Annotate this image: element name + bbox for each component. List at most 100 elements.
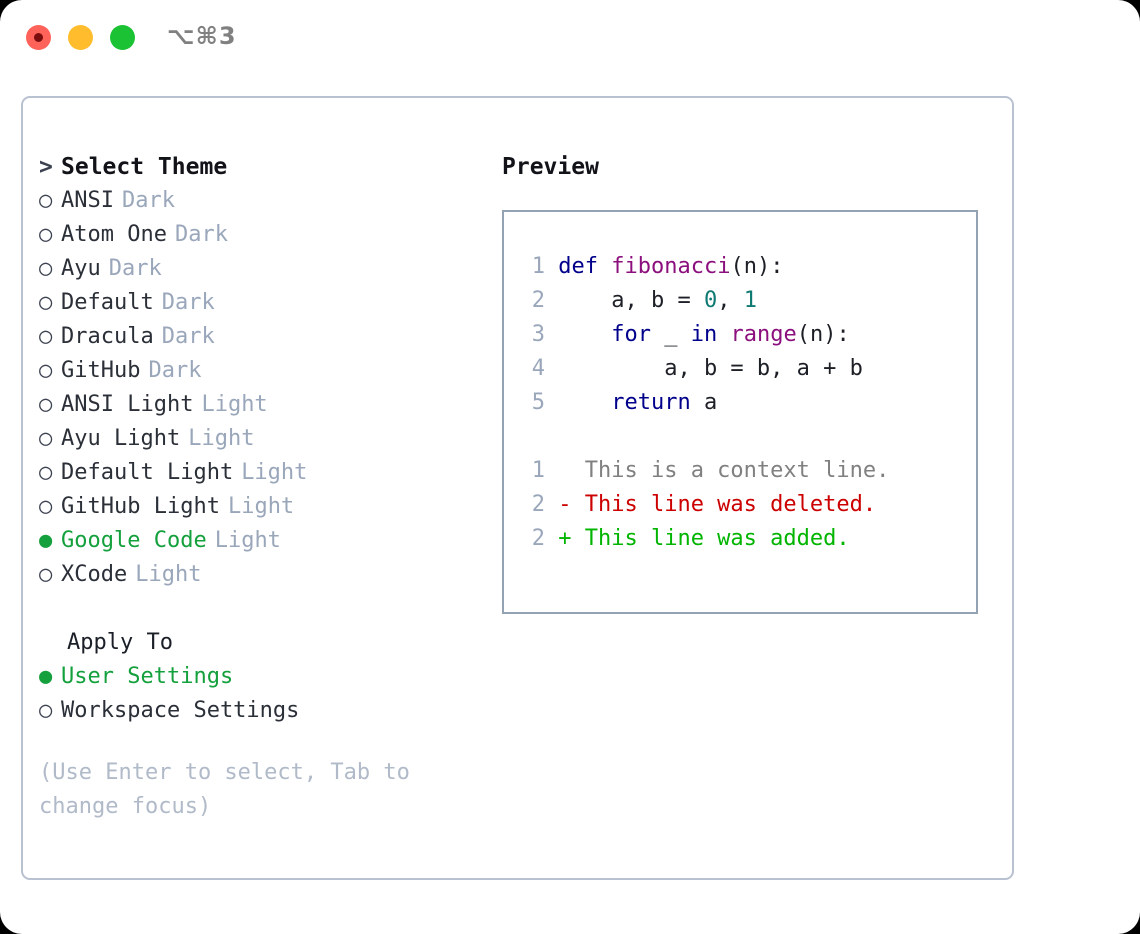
radio-unselected-icon: ○: [39, 698, 53, 723]
radio-unselected-icon: ○: [39, 256, 53, 281]
theme-option[interactable]: ○ ANSI Dark: [39, 184, 479, 218]
apply-to-option-label: Workspace Settings: [61, 698, 300, 723]
apply-to-option-label: User Settings: [61, 664, 234, 689]
diff-line: 1 This is a context line.: [519, 454, 890, 488]
theme-variant-badge: Dark: [121, 188, 175, 213]
select-theme-header: > Select Theme: [39, 150, 479, 184]
radio-unselected-icon: ○: [39, 562, 53, 587]
line-number: 1: [531, 254, 545, 279]
code-token: ,: [717, 288, 744, 313]
code-token: a, b = b, a + b: [558, 356, 863, 381]
theme-variant-badge: Dark: [161, 290, 215, 315]
radio-unselected-icon: ○: [39, 460, 53, 485]
theme-variant-badge: Light: [188, 426, 255, 451]
code-token: (n):: [730, 254, 784, 279]
theme-variant-badge: Light: [241, 460, 308, 485]
code-line: 5 return a: [519, 386, 889, 420]
line-number: 4: [531, 356, 545, 381]
code-token: a: [690, 390, 718, 415]
theme-variant-badge: Light: [201, 392, 268, 417]
code-token: (n):: [796, 322, 850, 347]
theme-variant-badge: Dark: [174, 222, 228, 247]
radio-unselected-icon: ○: [39, 324, 53, 349]
radio-unselected-icon: ○: [39, 290, 53, 315]
code-token: _: [650, 322, 691, 347]
theme-option[interactable]: ● Google Code Light: [39, 524, 479, 558]
theme-option[interactable]: ○ Ayu Light Light: [39, 422, 479, 456]
preview-box: 1 def fibonacci(n): 2 a, b = 0, 1 3 for _ …: [502, 210, 978, 614]
radio-unselected-icon: ○: [39, 358, 53, 383]
radio-unselected-icon: ○: [39, 188, 53, 213]
theme-option-name: Atom One: [61, 222, 167, 247]
preview-label: Preview: [502, 154, 599, 180]
line-number: 2: [531, 492, 545, 517]
apply-to-option[interactable]: ●User Settings: [39, 660, 479, 694]
code-token: 0: [703, 288, 718, 313]
apply-to-header: Apply To: [67, 630, 173, 655]
theme-option-name: GitHub Light: [61, 494, 220, 519]
window-controls: [26, 25, 135, 50]
select-theme-header-label: Select Theme: [61, 154, 228, 180]
line-number: 1: [531, 458, 545, 483]
code-token: fibonacci: [611, 254, 731, 279]
theme-option-name: Default: [61, 290, 154, 315]
theme-option-name: Google Code: [61, 528, 207, 553]
code-token: for: [611, 322, 651, 347]
line-number: 2: [531, 526, 545, 551]
theme-option[interactable]: ○ ANSI Light Light: [39, 388, 479, 422]
theme-option-name: GitHub: [61, 358, 141, 383]
code-preview: 1 def fibonacci(n): 2 a, b = 0, 1 3 for _ …: [519, 250, 890, 556]
theme-option-name: ANSI: [61, 188, 114, 213]
theme-option-name: ANSI Light: [61, 392, 194, 417]
theme-option[interactable]: ○ Atom One Dark: [39, 218, 479, 252]
code-token: [558, 322, 611, 347]
theme-option-name: Ayu: [61, 256, 101, 281]
diff-line: 2 + This line was added.: [519, 522, 889, 556]
code-spacer: [519, 420, 889, 454]
theme-option-name: Default Light: [61, 460, 234, 485]
code-line: 3 for _ in range(n):: [519, 318, 889, 352]
window-title: ⌥⌘3: [167, 22, 237, 50]
theme-option[interactable]: ○ XCode Light: [39, 558, 479, 592]
theme-option[interactable]: ○ GitHub Light Light: [39, 490, 479, 524]
theme-variant-badge: Light: [227, 494, 295, 519]
radio-unselected-icon: ○: [39, 494, 53, 519]
radio-selected-icon: ●: [39, 528, 53, 553]
code-token: [558, 390, 611, 415]
theme-option[interactable]: ○ Default Dark: [39, 286, 479, 320]
title-bar: ⌥⌘3: [0, 0, 1140, 78]
caret-icon: >: [39, 154, 53, 180]
theme-option-name: XCode: [61, 562, 128, 587]
radio-unselected-icon: ○: [39, 426, 53, 451]
code-line: 1 def fibonacci(n):: [519, 250, 889, 284]
line-number: 5: [531, 390, 545, 415]
radio-unselected-icon: ○: [39, 392, 53, 417]
keyboard-hint: (Use Enter to select, Tab to change focu…: [39, 760, 410, 819]
diff-line-text: This is a context line.: [545, 458, 890, 483]
apply-to-list: ●User Settings ○ Workspace Settings: [39, 660, 479, 728]
diff-line-text: + This line was added.: [545, 526, 850, 551]
theme-variant-badge: Light: [214, 528, 281, 553]
theme-option[interactable]: ○ GitHub Dark: [39, 354, 479, 388]
diff-line-text: - This line was deleted.: [545, 492, 877, 517]
radio-unselected-icon: ○: [39, 222, 53, 247]
theme-option[interactable]: ○ Default Light Light: [39, 456, 479, 490]
theme-variant-badge: Light: [135, 562, 202, 587]
code-token: a, b =: [558, 288, 704, 313]
close-window-button[interactable]: [26, 25, 51, 50]
theme-variant-badge: Dark: [148, 358, 202, 383]
maximize-window-button[interactable]: [110, 25, 135, 50]
minimize-window-button[interactable]: [68, 25, 93, 50]
theme-option-name: Ayu Light: [61, 426, 181, 451]
preview-column: Preview 1 def fibonacci(n): 2 a, b = 0, 1…: [502, 150, 1002, 614]
code-token: return: [611, 390, 691, 415]
theme-option-name: Dracula: [61, 324, 154, 349]
code-token: 1: [743, 288, 757, 313]
apply-to-option[interactable]: ○ Workspace Settings: [39, 694, 479, 728]
